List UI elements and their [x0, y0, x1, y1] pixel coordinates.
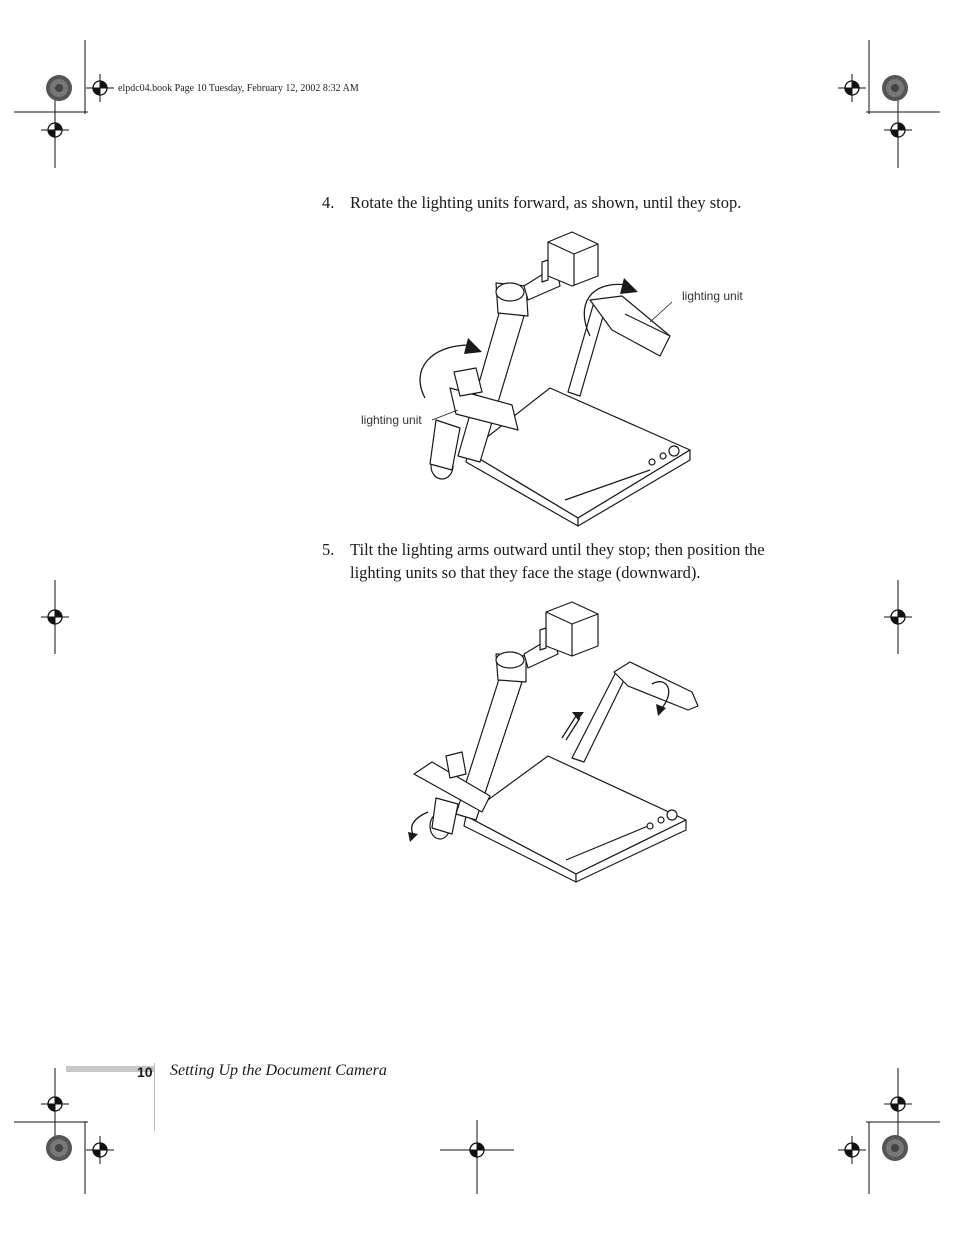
book-page-info: elpdc04.book Page 10 Tuesday, February 1…	[118, 83, 359, 94]
step-4: 4. Rotate the lighting units forward, as…	[322, 191, 842, 215]
step-text: Rotate the lighting units forward, as sh…	[350, 193, 742, 212]
section-title: Setting Up the Document Camera	[170, 1062, 387, 1079]
footer-divider	[154, 1063, 155, 1131]
step-text-line-1: Tilt the lighting arms outward until the…	[350, 540, 765, 559]
footer-bar	[66, 1066, 154, 1072]
step-number: 5.	[322, 540, 335, 559]
callout-lighting-unit-right: lighting unit	[682, 289, 743, 303]
step-text-line-2: lighting units so that they face the sta…	[350, 563, 701, 582]
callout-lighting-unit-left: lighting unit	[361, 413, 422, 427]
page-number: 10	[137, 1064, 153, 1080]
step-5: 5. Tilt the lighting arms outward until …	[322, 538, 842, 586]
step-number: 4.	[322, 193, 335, 212]
